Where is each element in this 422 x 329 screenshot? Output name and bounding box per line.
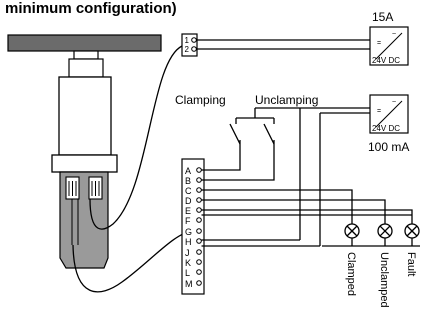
connector-pin-d: D xyxy=(185,196,192,206)
terminal-block-power: 1 2 xyxy=(181,33,198,57)
clamp-device xyxy=(7,34,162,269)
connector-pin-a: A xyxy=(185,166,191,176)
connector-pin-f: F xyxy=(185,216,191,226)
ac-symbol: ~ xyxy=(392,31,396,38)
dc-symbol: = xyxy=(377,40,381,47)
clamping-switch xyxy=(229,123,241,169)
lamp-label-clamped: Clamped xyxy=(345,252,357,296)
dc-symbol: = xyxy=(377,108,381,115)
unclamping-switch xyxy=(263,123,275,176)
lamp-label-fault: Fault xyxy=(405,252,417,276)
ac-symbol: ~ xyxy=(392,99,396,106)
connector-pin-h: H xyxy=(185,237,192,247)
psu2-bus-wires xyxy=(235,107,370,246)
lamp-label-unclamped: Unclamped xyxy=(378,252,390,308)
power-supply-100ma: ~ = 24V DC 100 mA xyxy=(368,94,409,154)
connector-pin-c: C xyxy=(185,186,192,196)
power-supply-rating: 15A xyxy=(372,10,393,24)
connector-pin-b: B xyxy=(185,176,191,186)
connector-pin-l: L xyxy=(185,268,190,278)
terminal-pin-2: 2 xyxy=(185,45,190,54)
connector-pin-k: K xyxy=(185,258,191,268)
power-supply-rating: 100 mA xyxy=(368,140,409,154)
lamp-clamped-icon xyxy=(344,220,360,246)
connector-pin-g: G xyxy=(185,227,192,237)
wire-device-to-connector xyxy=(72,230,194,293)
wire-device-to-terminal xyxy=(89,45,183,230)
connector-pin-e: E xyxy=(185,206,191,216)
clamping-label: Clamping xyxy=(175,93,226,107)
connector-block: A B C D E F G H J K L M xyxy=(181,158,205,295)
lamp-unclamped-icon xyxy=(377,220,393,246)
connector-wires xyxy=(201,169,413,247)
lamp-fault-icon xyxy=(404,220,420,246)
diagram-title: minimum configuration) xyxy=(5,0,177,17)
connector-pin-m: M xyxy=(185,279,193,289)
connector-pin-j: J xyxy=(185,248,190,258)
terminal-pin-1: 1 xyxy=(185,36,190,45)
unclamping-label: Unclamping xyxy=(255,93,318,107)
indicator-lamps xyxy=(322,220,420,247)
power-supply-15a: 15A ~ = 24V DC xyxy=(369,10,409,66)
power-supply-label: 24V DC xyxy=(372,124,400,133)
power-supply-label: 24V DC xyxy=(372,56,400,65)
